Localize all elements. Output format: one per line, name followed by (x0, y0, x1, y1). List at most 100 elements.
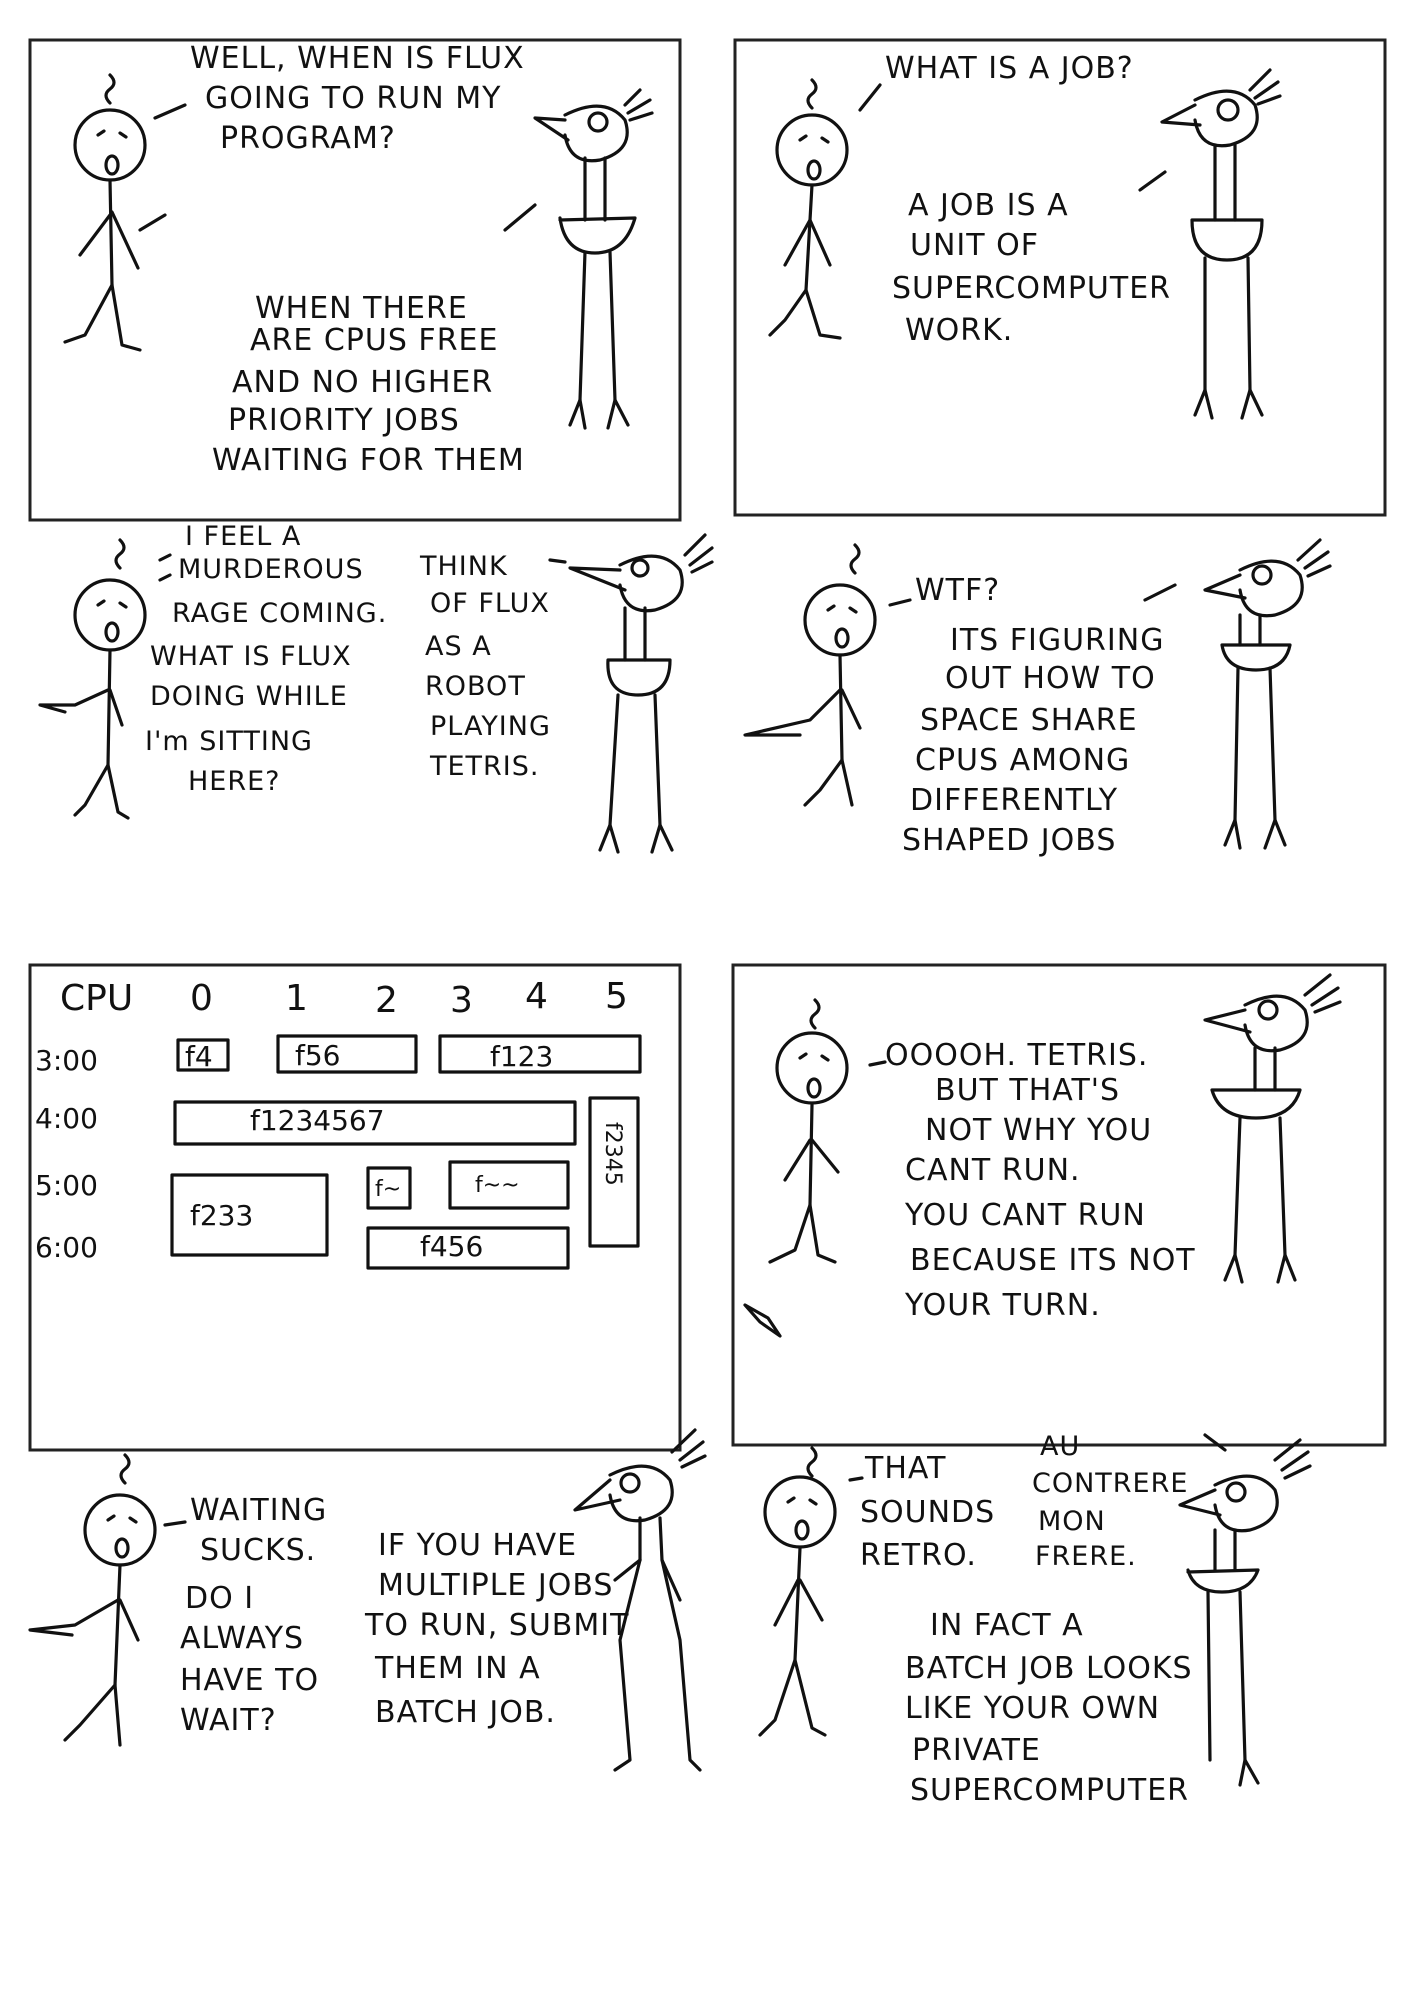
human-speech: WHAT IS A JOB? (885, 51, 1133, 86)
panel-8: THAT SOUNDS RETRO. AU CONTRERE MON FRERE… (758, 1431, 1312, 1808)
job-label: f233 (190, 1199, 253, 1232)
human-figure (63, 73, 187, 352)
human-speech: WAITING SUCKS. DO I ALWAYS HAVE TO WAIT? (180, 1493, 327, 1738)
speech-line: WAIT? (180, 1703, 277, 1738)
job-blocks: f4 f56 f123 f1234567 f233 f~ f~~ f456 f2… (170, 1034, 642, 1270)
panel-6: OOOOH. TETRIS. BUT THAT'S NOT WHY YOU CA… (743, 973, 1342, 1338)
job-block (176, 1038, 230, 1072)
job-block (276, 1034, 418, 1074)
speech-line: PRIORITY JOBS (228, 403, 460, 438)
speech-line: WHEN THERE (255, 291, 468, 326)
cpu-column-label: 3 (450, 980, 473, 1021)
speech-line: IF YOU HAVE (378, 1528, 577, 1563)
speech-line: DOING WHILE (150, 681, 348, 712)
panel-4: WTF? ITS FIGURING OUT HOW TO SPACE SHARE… (743, 538, 1332, 858)
bird-figure (1143, 538, 1332, 850)
speech-line: BATCH JOB. (375, 1695, 556, 1730)
speech-line: WTF? (915, 573, 1000, 608)
speech-line: CANT RUN. (905, 1153, 1081, 1188)
bird-figure (1138, 68, 1282, 420)
panel-6-frame (731, 963, 1387, 1447)
speech-line: WAITING (190, 1493, 327, 1528)
job-label: f2345 (600, 1122, 625, 1186)
cpu-column-label: 0 (190, 978, 213, 1019)
bird-speech: IF YOU HAVE MULTIPLE JOBS TO RUN, SUBMIT… (364, 1528, 629, 1730)
bird-figure (548, 533, 714, 854)
human-figure (758, 1446, 864, 1737)
speech-line: OF FLUX (430, 588, 550, 619)
speech-line: RETRO. (860, 1538, 977, 1573)
bird-speech: BUT THAT'S NOT WHY YOU CANT RUN. YOU CAN… (904, 1073, 1195, 1323)
speech-line: ROBOT (425, 671, 526, 702)
speech-line: MURDEROUS (178, 554, 364, 585)
speech-line: SUCKS. (200, 1533, 316, 1568)
job-block (366, 1226, 570, 1270)
panel-7: WAITING SUCKS. DO I ALWAYS HAVE TO WAIT?… (28, 1428, 707, 1772)
job-block (366, 1166, 412, 1210)
panel-5-frame (28, 963, 682, 1452)
human-figure (28, 1453, 187, 1747)
job-label: f456 (420, 1230, 483, 1263)
job-block (448, 1160, 570, 1210)
human-speech: THAT SOUNDS RETRO. (860, 1451, 995, 1573)
panel-2-frame (733, 38, 1387, 517)
time-label: 3:00 (35, 1044, 98, 1077)
human-speech: WELL, WHEN IS FLUX GOING TO RUN MY PROGR… (190, 41, 524, 156)
panel-1-frame (28, 38, 682, 522)
panel-5: CPU 0 1 2 3 4 5 3:00 4:00 5:00 6:00 f4 f… (35, 976, 642, 1270)
speech-line: TO RUN, SUBMIT (364, 1608, 629, 1643)
bird-speech: AU CONTRERE MON FRERE. IN FACT A BATCH J… (905, 1431, 1193, 1808)
speech-line: CPUS AMONG (915, 743, 1130, 778)
time-axis: 3:00 4:00 5:00 6:00 (35, 1044, 98, 1264)
speech-line: WHAT IS FLUX (150, 641, 352, 672)
speech-line: I FEEL A (185, 521, 301, 552)
speech-line: DIFFERENTLY (910, 783, 1118, 818)
cpu-column-label: 1 (285, 978, 308, 1019)
panel-3: I FEEL A MURDEROUS RAGE COMING. WHAT IS … (38, 521, 714, 854)
speech-line: SHAPED JOBS (902, 823, 1116, 858)
bird-speech: THINK OF FLUX AS A ROBOT PLAYING TETRIS. (419, 551, 551, 782)
job-label: f56 (295, 1039, 341, 1072)
speech-line: PRIVATE (912, 1733, 1041, 1768)
job-label: f4 (185, 1040, 213, 1073)
speech-line: DO I (185, 1581, 254, 1616)
speech-line: AS A (425, 631, 492, 662)
speech-line: ITS FIGURING (950, 623, 1164, 658)
speech-line: SUPERCOMPUTER (892, 271, 1171, 306)
job-label: f~~ (475, 1173, 520, 1198)
speech-line: SPACE SHARE (920, 703, 1138, 738)
speech-line: I'm SITTING (145, 726, 313, 757)
speech-line: OOOOH. TETRIS. (885, 1038, 1148, 1073)
speech-line: A JOB IS A (908, 188, 1069, 223)
cpu-column-label: 4 (525, 976, 548, 1017)
speech-line: YOU CANT RUN (904, 1198, 1146, 1233)
bird-figure (573, 1428, 707, 1772)
job-block (173, 1100, 577, 1146)
bird-figure (503, 88, 654, 430)
panel-2: WHAT IS A JOB? A JOB IS A UNIT OF SUPERC… (768, 51, 1282, 420)
speech-line: SOUNDS (860, 1495, 995, 1530)
human-figure (38, 538, 172, 820)
speech-line: IN FACT A (930, 1608, 1084, 1643)
speech-line: AU (1040, 1431, 1080, 1462)
job-label: f123 (490, 1040, 553, 1073)
speech-line: THEM IN A (374, 1651, 541, 1686)
speech-line: PROGRAM? (220, 121, 396, 156)
speech-line: PLAYING (430, 711, 551, 742)
cpu-column-label: 5 (605, 976, 628, 1017)
job-block (170, 1173, 329, 1257)
human-figure (743, 998, 887, 1338)
schedule-header: CPU 0 1 2 3 4 5 (60, 976, 628, 1021)
speech-line: MULTIPLE JOBS (378, 1568, 613, 1603)
speech-line: WAITING FOR THEM (212, 443, 525, 478)
time-label: 6:00 (35, 1231, 98, 1264)
time-label: 5:00 (35, 1169, 98, 1202)
bird-figure (1203, 973, 1342, 1284)
speech-line: BATCH JOB LOOKS (905, 1651, 1193, 1686)
speech-line: ALWAYS (180, 1621, 304, 1656)
speech-line: ARE CPUS FREE (250, 323, 498, 358)
speech-line: UNIT OF (910, 228, 1039, 263)
speech-line: NOT WHY YOU (925, 1113, 1152, 1148)
speech-line: GOING TO RUN MY (205, 81, 501, 116)
human-speech: OOOOH. TETRIS. (885, 1038, 1148, 1073)
